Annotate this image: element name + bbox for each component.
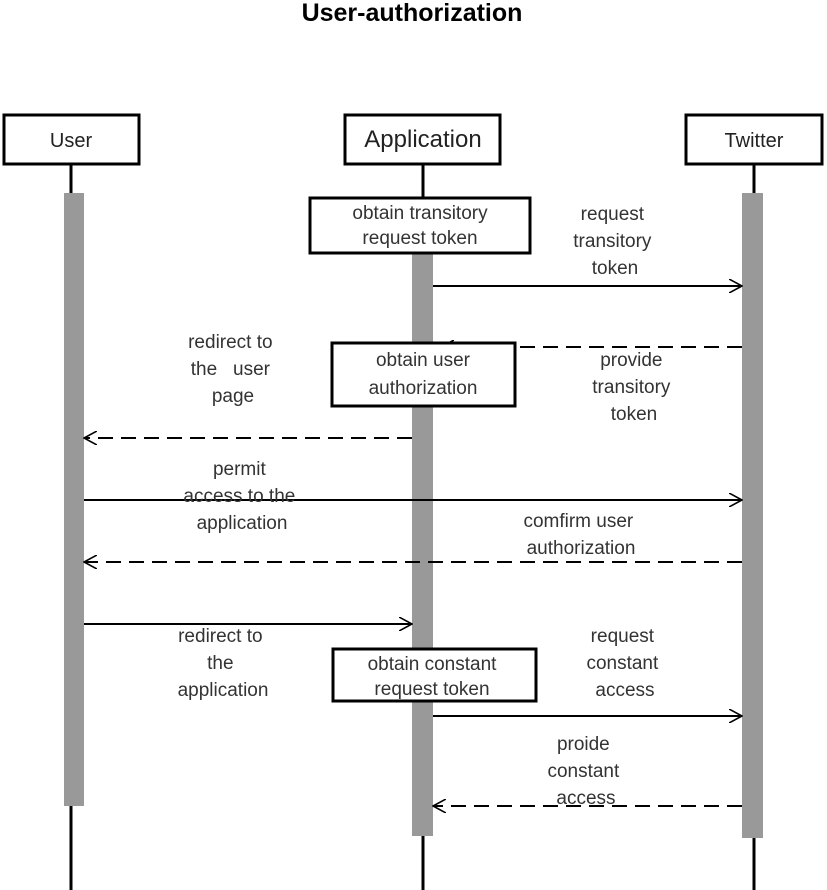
redirect-user-page-label: redirect to the user page	[188, 332, 278, 407]
diagram-title: User-authorization	[302, 0, 523, 27]
participant-application-label: Application	[364, 126, 481, 153]
activity-obtain-user-auth-line2: authorization	[369, 378, 478, 399]
permit-access-label: permit access to the application	[183, 459, 300, 534]
activity-obtain-transitory-line1: obtain transitory	[352, 203, 488, 224]
confirm-user-authorization-label: comfirm user authorization	[523, 511, 638, 559]
twitter-activation-bar	[742, 193, 763, 838]
participant-twitter: Twitter	[684, 113, 824, 166]
participant-application: Application	[343, 113, 502, 166]
application-activation-bar	[412, 197, 433, 836]
activity-obtain-transitory: obtain transitory request token	[308, 196, 532, 255]
provide-constant-access-label: proide constant access	[547, 734, 624, 809]
provide-transitory-token-label: provide transitory token	[592, 350, 675, 425]
request-constant-access-label: request constant access	[586, 626, 663, 701]
request-transitory-token-label: request transitory token	[573, 204, 656, 279]
activity-obtain-user-authorization: obtain user authorization	[330, 341, 517, 408]
participant-twitter-label: Twitter	[725, 130, 784, 152]
activity-obtain-constant-line1: obtain constant	[368, 654, 498, 675]
activity-obtain-constant: obtain constant request token	[331, 647, 538, 703]
message-labels: request transitory token provide transit…	[178, 204, 675, 809]
participant-user: User	[2, 113, 141, 166]
activity-obtain-user-auth-line1: obtain user	[376, 350, 471, 371]
activity-obtain-constant-line2: request token	[374, 679, 489, 700]
lifelines	[69, 164, 756, 890]
messages	[84, 286, 742, 806]
user-activation-bar	[64, 193, 84, 806]
redirect-application-label: redirect to the application	[178, 626, 269, 701]
participant-user-label: User	[50, 130, 93, 152]
activity-obtain-transitory-line2: request token	[362, 228, 477, 249]
activation-bars	[64, 193, 763, 838]
